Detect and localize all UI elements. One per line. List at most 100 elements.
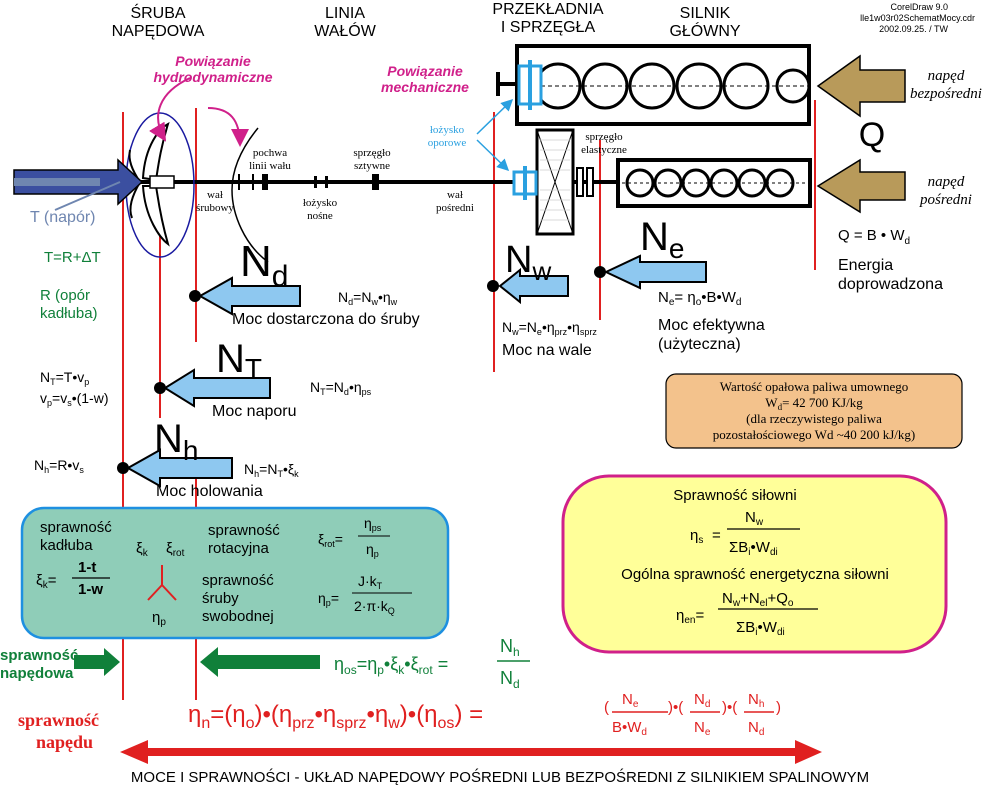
NT-desc: Moc naporu bbox=[212, 403, 297, 420]
svg-text:1-w: 1-w bbox=[78, 581, 103, 598]
fuel-value-box: Wartość opałowa paliwa umownego Wd= 42 7… bbox=[665, 373, 963, 449]
footer-title: MOCE I SPRAWNOŚCI - UKŁAD NAPĘDOWY POŚRE… bbox=[131, 768, 869, 786]
linkage-labels: Powiązanie hydrodynamiczne Powiązanie me… bbox=[153, 53, 981, 208]
svg-text:B•Wd: B•Wd bbox=[612, 719, 647, 738]
Nh-eq2: Nh=NT•ξk bbox=[244, 461, 299, 479]
Nw-eq: Nw=Ne•ηprz•ηsprz bbox=[502, 319, 597, 337]
left-labels: T (napór) T=R+ΔT R (opór kadłuba) NT=T•v… bbox=[30, 209, 109, 475]
Ne-symbol: Ne bbox=[640, 215, 684, 264]
svg-text:ΣBi•Wdi: ΣBi•Wdi bbox=[729, 539, 778, 558]
prop-eff-l1: sprawność bbox=[202, 572, 274, 589]
drive-eff-l2: napędu bbox=[36, 732, 93, 752]
support-bearing-l1: łożysko bbox=[303, 197, 338, 209]
Nh-desc: Moc holowania bbox=[156, 483, 263, 500]
hull-eff-l2: kadłuba bbox=[40, 537, 93, 554]
header-silnik-l1: SILNIK bbox=[680, 5, 731, 22]
hull-eff-l1: sprawność bbox=[40, 519, 112, 536]
svg-text:ηp=: ηp= bbox=[318, 590, 339, 608]
header-silnik-l2: GŁÓWNY bbox=[669, 21, 740, 40]
svg-text:Ne: Ne bbox=[622, 691, 639, 710]
fuel-value-l1: Wartość opałowa paliwa umownego bbox=[720, 379, 908, 394]
rot-eff-l2: rotacyjna bbox=[208, 540, 270, 557]
svg-text:)•(: )•( bbox=[668, 699, 683, 716]
prop-eff-l3: swobodnej bbox=[202, 608, 274, 625]
svg-text:2·π·kQ: 2·π·kQ bbox=[354, 598, 395, 616]
intermediate-shaft-l1: wał bbox=[447, 189, 463, 201]
fuel-value-l3: (dla rzeczywistego paliwa bbox=[746, 411, 882, 426]
bearing-label-l1: łożysko bbox=[430, 124, 465, 136]
energy-l2: doprowadzona bbox=[838, 276, 943, 293]
svg-text:1-t: 1-t bbox=[78, 559, 96, 576]
Nh-eq: Nh=R•vs bbox=[34, 457, 84, 475]
bearing-callouts bbox=[476, 98, 514, 172]
NT-eq2: NT=Nd•ηps bbox=[310, 379, 372, 397]
energy-input-arrows bbox=[816, 54, 906, 214]
rot-eff-l1: sprawność bbox=[208, 522, 280, 539]
drive-eff-l1: sprawność bbox=[18, 710, 99, 730]
svg-text:Nh: Nh bbox=[748, 691, 764, 710]
propulsive-eff-l2: napędowa bbox=[0, 665, 74, 682]
hydro-link-label-l2: hydrodynamiczne bbox=[153, 69, 272, 85]
svg-text:ξrot=: ξrot= bbox=[318, 531, 343, 549]
Nd-eq: Nd=Nw•ηw bbox=[338, 289, 398, 307]
header: ŚRUBA NAPĘDOWA LINIA WAŁÓW PRZEKŁADNIA I… bbox=[112, 1, 975, 40]
engine-indirect bbox=[616, 158, 812, 208]
svg-text:Ne: Ne bbox=[694, 719, 711, 738]
shaft-labels: pochwa linii wału sprzęgło sztywne sprzę… bbox=[196, 131, 627, 222]
plant-efficiency-box: Sprawność siłowni ηs = Nw ΣBi•Wdi Ogólna… bbox=[561, 474, 948, 654]
Nd-desc: Moc dostarczona do śruby bbox=[232, 311, 420, 328]
gearbox bbox=[512, 128, 594, 236]
Q-eq: Q = B • Wd bbox=[838, 227, 910, 247]
overall-eff-title: Ogólna sprawność energetyczna siłowni bbox=[621, 566, 889, 583]
svg-text:Nd: Nd bbox=[500, 668, 520, 691]
Ne-desc-l1: Moc efektywna bbox=[658, 317, 765, 334]
flex-coupling-l2: elastyczne bbox=[581, 144, 627, 156]
NT-symbol: NT bbox=[216, 337, 262, 384]
flex-coupling-l1: sprzęgło bbox=[585, 131, 623, 143]
svg-text:(: ( bbox=[604, 699, 609, 716]
indirect-drive-l1: napęd bbox=[928, 174, 965, 190]
svg-text:Nd: Nd bbox=[748, 719, 764, 738]
header-linia-l2: WAŁÓW bbox=[314, 21, 377, 40]
intermediate-shaft-l2: pośredni bbox=[436, 202, 474, 214]
plant-eff-title: Sprawność siłowni bbox=[673, 487, 796, 504]
direct-drive-l2: bezpośredni bbox=[910, 86, 982, 102]
Ne-eq: Ne= ηo•B•Wd bbox=[658, 289, 741, 308]
direct-drive-l1: napęd bbox=[928, 68, 965, 84]
svg-text:Nd: Nd bbox=[694, 691, 710, 710]
svg-text:)•(: )•( bbox=[722, 699, 737, 716]
svg-text:=: = bbox=[712, 527, 721, 544]
power-symbols: Nd Nd=Nw•ηw Moc dostarczona do śruby Nw … bbox=[154, 215, 765, 500]
svg-text:J·kT: J·kT bbox=[358, 573, 383, 591]
thrust-label: T (napór) bbox=[30, 209, 96, 226]
header-sruba-l1: ŚRUBA bbox=[130, 3, 185, 22]
eta-os-eq: ηos=ηp•ξk•ξrot = bbox=[334, 654, 448, 677]
svg-text:Nh: Nh bbox=[500, 636, 520, 659]
xi-k-eq: ξk= bbox=[36, 572, 57, 591]
engine-main bbox=[496, 44, 811, 126]
overall-propulsion-efficiency: sprawność napędu ηn=(ηo)•(ηprz•ηsprz•ηw)… bbox=[18, 691, 822, 764]
prop-eff-l2: śruby bbox=[202, 590, 239, 607]
NT-eq: NT=T•vp bbox=[40, 369, 89, 387]
fuel-value-l4: pozostałościowego Wd ~40 200 kJ/kg) bbox=[713, 427, 916, 442]
bearing-label-l2: oporowe bbox=[428, 137, 467, 149]
propulsive-eff-l1: sprawność bbox=[0, 647, 78, 664]
propulsion-efficiency-box: sprawność kadłuba ξk= 1-t 1-w ξk ξrot ηp… bbox=[20, 506, 450, 640]
header-przekladnia-l2: I SPRZĘGŁA bbox=[501, 19, 596, 36]
vp-eq: vp=vs•(1-w) bbox=[40, 390, 109, 408]
Nd-symbol: Nd bbox=[240, 237, 288, 293]
hydro-link-arrows bbox=[149, 77, 249, 147]
eta-n-eq: ηn=(ηo)•(ηprz•ηsprz•ηw)•(ηos) = bbox=[188, 701, 483, 732]
Ne-desc-l2: (użyteczna) bbox=[658, 336, 741, 353]
Nw-desc: Moc na wale bbox=[502, 342, 592, 359]
heat-Q: Q bbox=[859, 116, 885, 154]
mech-link-label-l2: mechaniczne bbox=[381, 79, 469, 95]
rigid-coupling-l2: sztywne bbox=[354, 160, 390, 172]
prop-shaft-l2: śrubowy bbox=[196, 202, 234, 214]
indirect-drive-l2: pośredni bbox=[919, 192, 972, 208]
svg-text:): ) bbox=[776, 699, 781, 716]
svg-text:Nw+Nel+Qo: Nw+Nel+Qo bbox=[722, 590, 794, 609]
support-bearing-l2: nośne bbox=[307, 210, 333, 222]
file-info-l3: 2002.09.25. / TW bbox=[879, 24, 948, 34]
